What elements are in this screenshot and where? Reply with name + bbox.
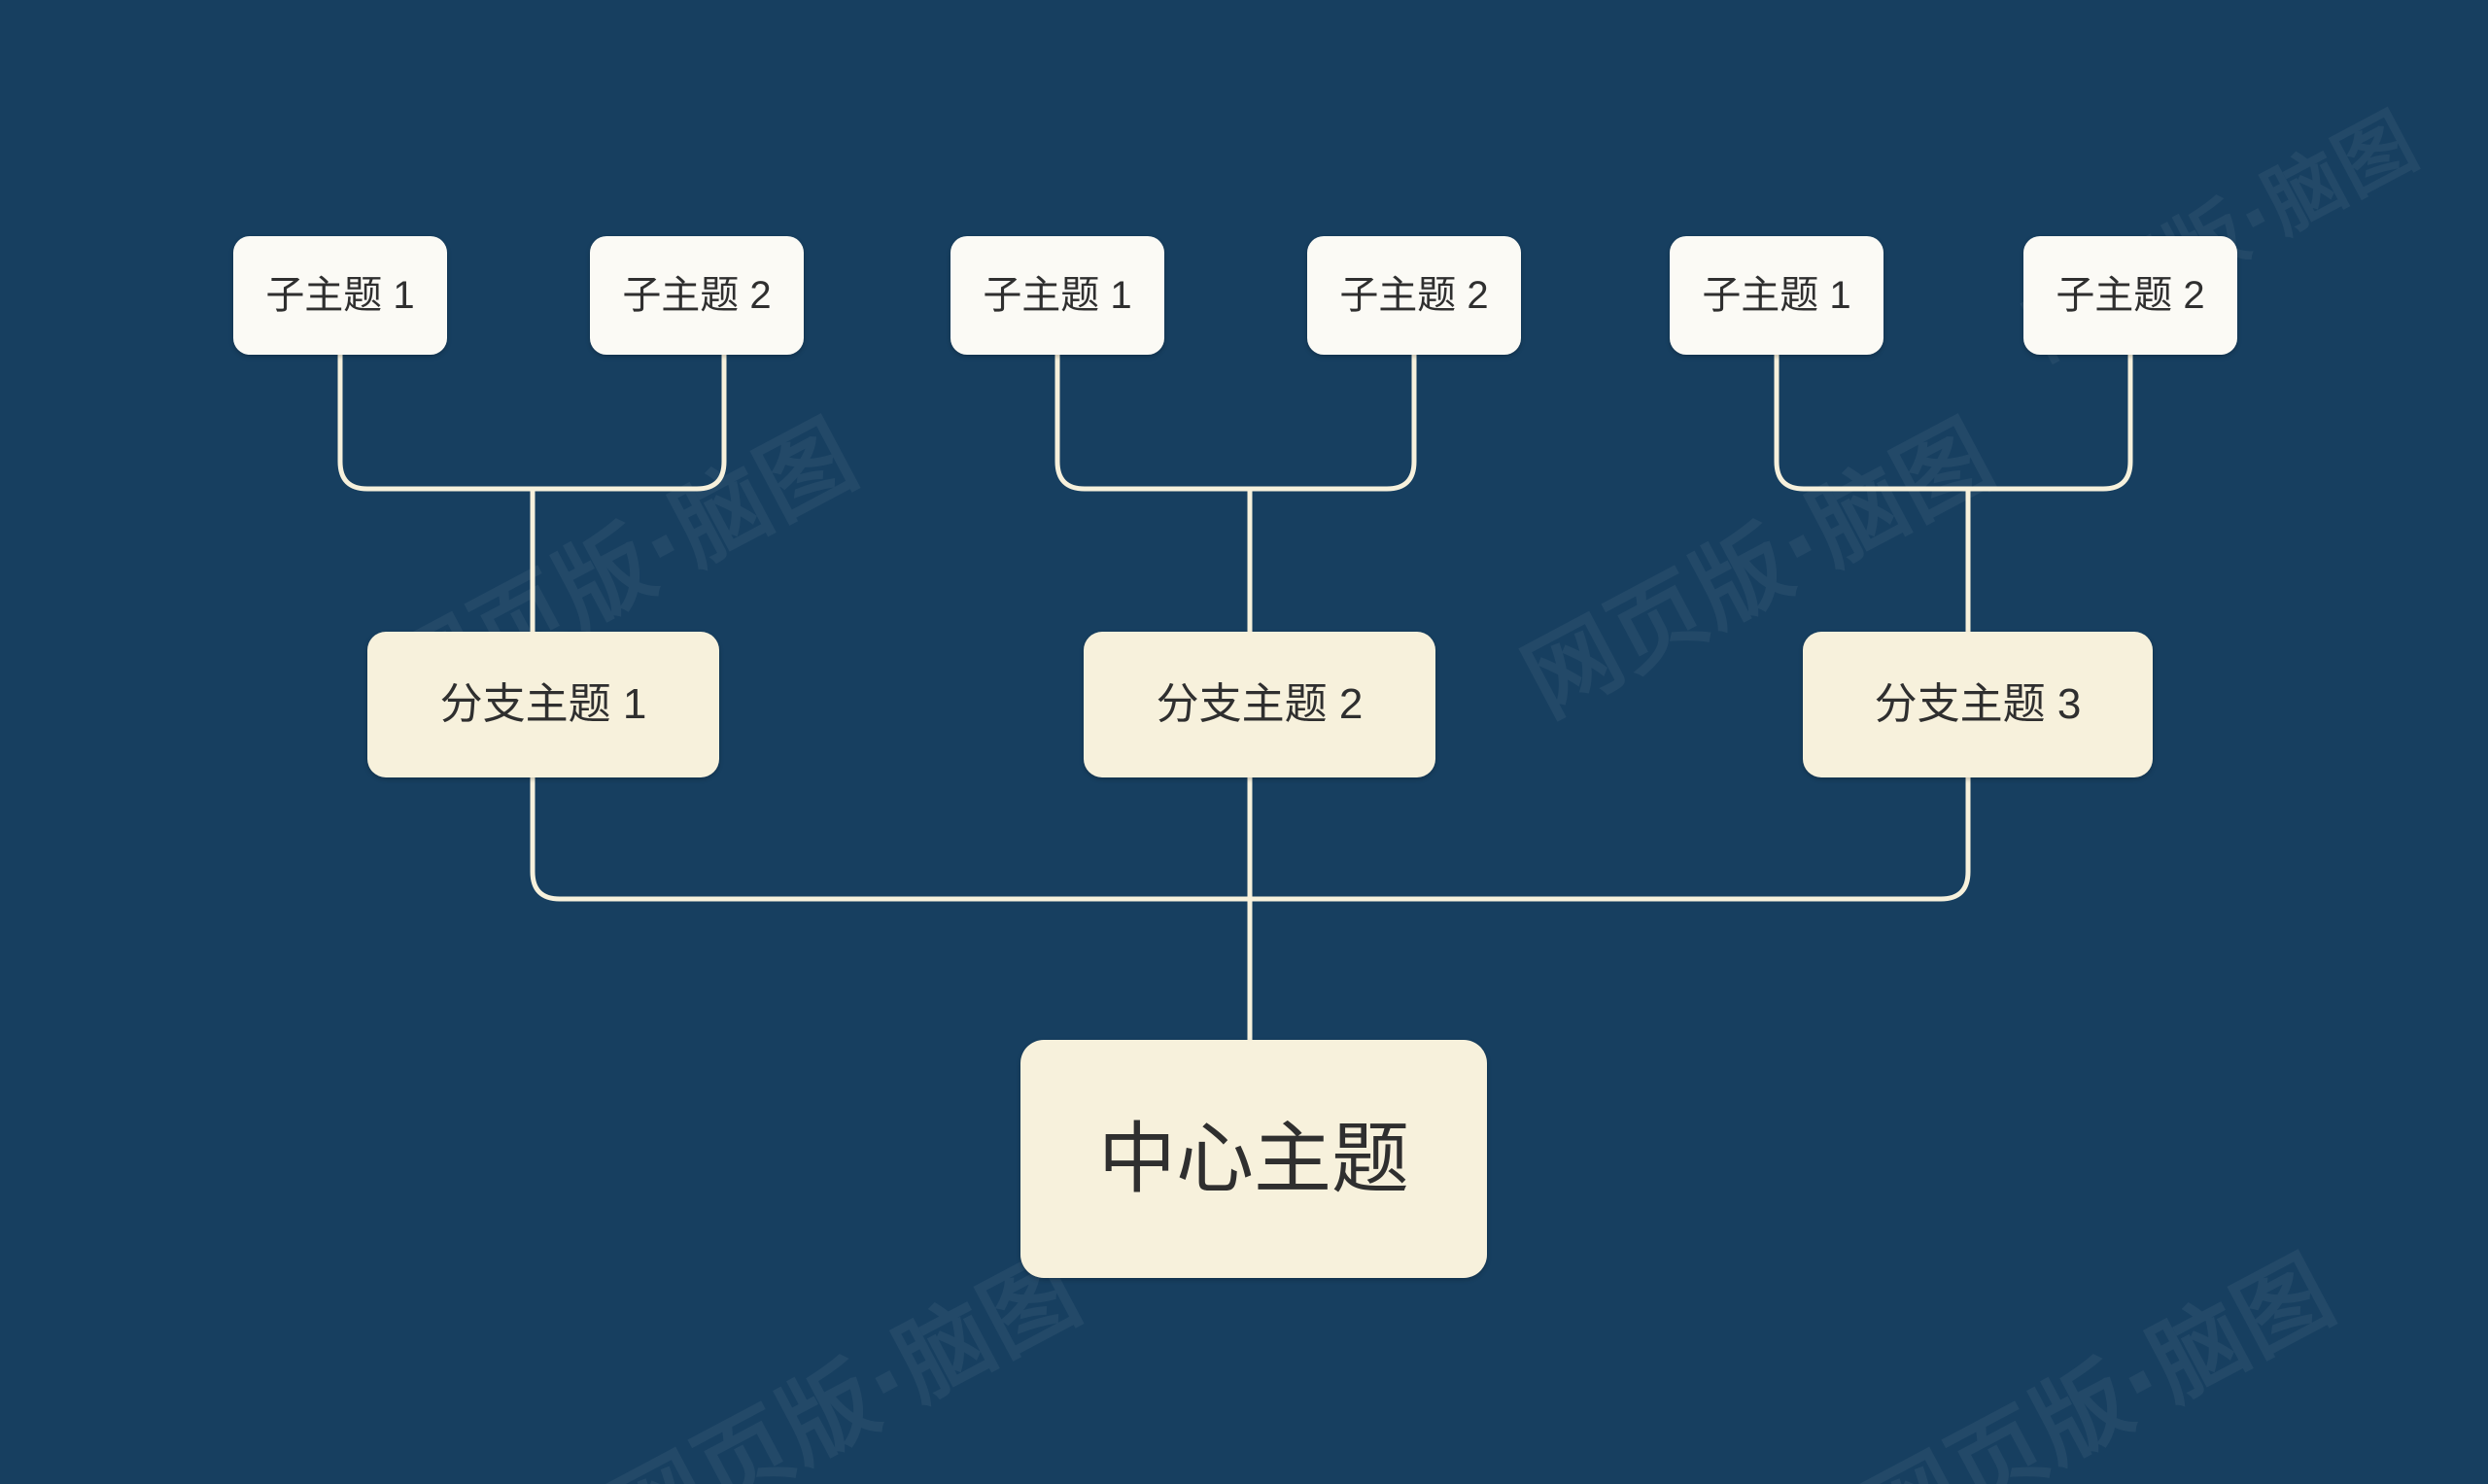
branch-topic-node-1[interactable]: 分支主题 1 — [367, 632, 719, 777]
central-topic-node[interactable]: 中心主题 — [1020, 1040, 1487, 1278]
sub-topic-node-1-1[interactable]: 子主题 1 — [233, 236, 447, 355]
sub-topic-node-2-2[interactable]: 子主题 2 — [1307, 236, 1521, 355]
sub-topic-node-1-2-label: 子主题 2 — [622, 274, 772, 317]
branch-topic-node-3-label: 分支主题 3 — [1874, 680, 2082, 728]
branch-topic-node-2-label: 分支主题 2 — [1156, 680, 1364, 728]
sub-topic-node-2-1[interactable]: 子主题 1 — [950, 236, 1164, 355]
sub-topic-node-2-1-label: 子主题 1 — [983, 274, 1132, 317]
central-topic-node-label: 中心主题 — [1098, 1115, 1409, 1202]
branch-topic-node-1-label: 分支主题 1 — [439, 680, 647, 728]
sub-topic-node-1-1-label: 子主题 1 — [265, 274, 415, 317]
branch-topic-node-3[interactable]: 分支主题 3 — [1803, 632, 2153, 777]
sub-topic-node-1-2[interactable]: 子主题 2 — [590, 236, 804, 355]
sub-topic-node-3-2[interactable]: 子主题 2 — [2023, 236, 2237, 355]
sub-topic-node-3-1-label: 子主题 1 — [1702, 274, 1851, 317]
sub-topic-node-3-1[interactable]: 子主题 1 — [1670, 236, 1883, 355]
sub-topic-node-3-2-label: 子主题 2 — [2056, 274, 2205, 317]
sub-topic-node-2-2-label: 子主题 2 — [1339, 274, 1489, 317]
branch-topic-node-2[interactable]: 分支主题 2 — [1084, 632, 1435, 777]
